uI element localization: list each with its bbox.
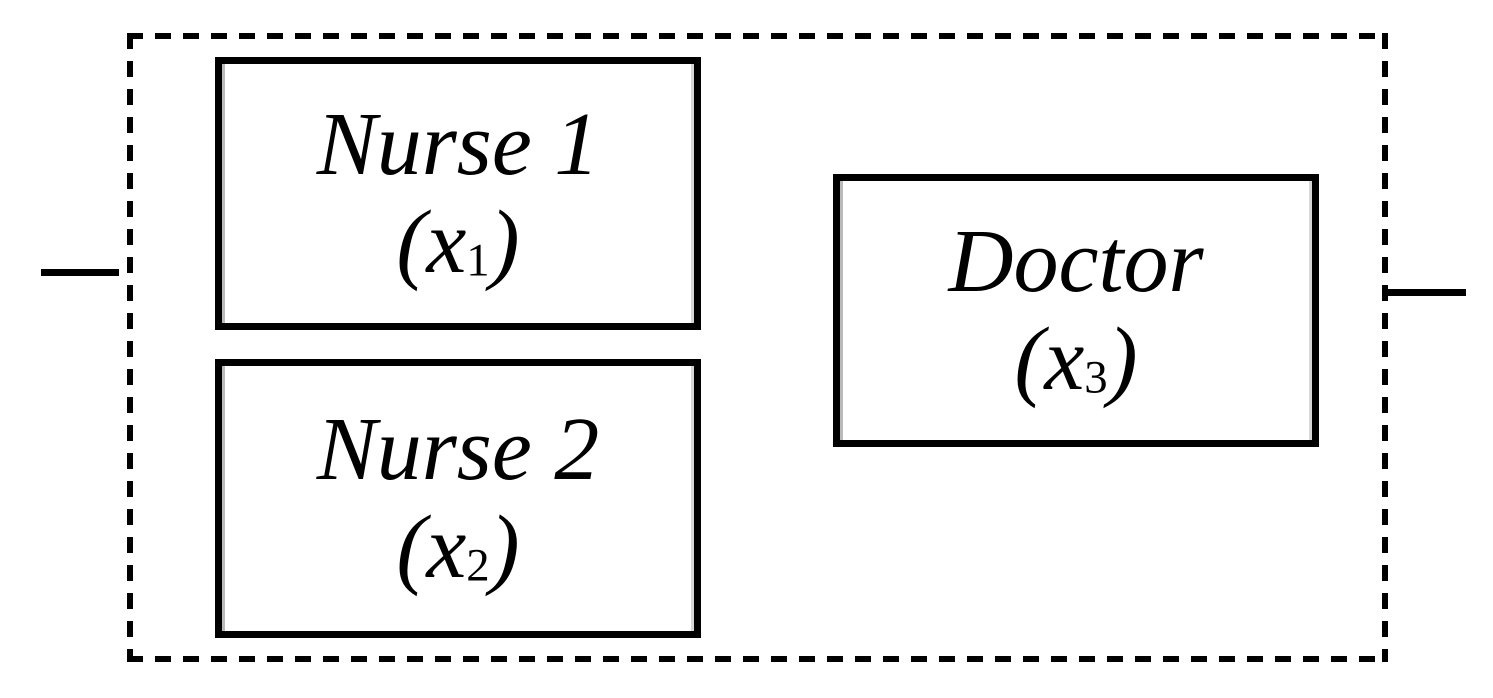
boundary-edge-top (127, 33, 1388, 39)
paren-open: ( (1014, 309, 1045, 409)
paren-close: ) (489, 497, 520, 597)
input-connector-line (41, 269, 119, 276)
block-nurse-2-variable: (x2) (396, 497, 520, 597)
variable-subscript: 1 (466, 234, 490, 287)
variable-subscript: 3 (1084, 351, 1108, 404)
block-doctor-title: Doctor (948, 212, 1204, 312)
block-nurse-2-title: Nurse 2 (316, 400, 600, 500)
block-doctor: Doctor (x3) (833, 174, 1319, 447)
variable-subscript: 2 (466, 539, 490, 592)
block-nurse-1-title: Nurse 1 (316, 95, 600, 195)
output-connector-line (1386, 289, 1466, 296)
variable-symbol: x (426, 497, 467, 597)
block-nurse-1-variable: (x1) (396, 192, 520, 292)
paren-close: ) (489, 192, 520, 292)
block-nurse-2: Nurse 2 (x2) (215, 359, 701, 638)
system-boundary-dashed-box (127, 33, 1388, 662)
paren-open: ( (396, 192, 427, 292)
paren-open: ( (396, 497, 427, 597)
boundary-edge-right (1382, 33, 1388, 662)
boundary-edge-left (127, 33, 133, 662)
block-doctor-variable: (x3) (1014, 309, 1138, 409)
variable-symbol: x (1044, 309, 1085, 409)
block-nurse-1: Nurse 1 (x1) (215, 57, 701, 330)
paren-close: ) (1107, 309, 1138, 409)
boundary-edge-bottom (127, 656, 1388, 662)
variable-symbol: x (426, 192, 467, 292)
